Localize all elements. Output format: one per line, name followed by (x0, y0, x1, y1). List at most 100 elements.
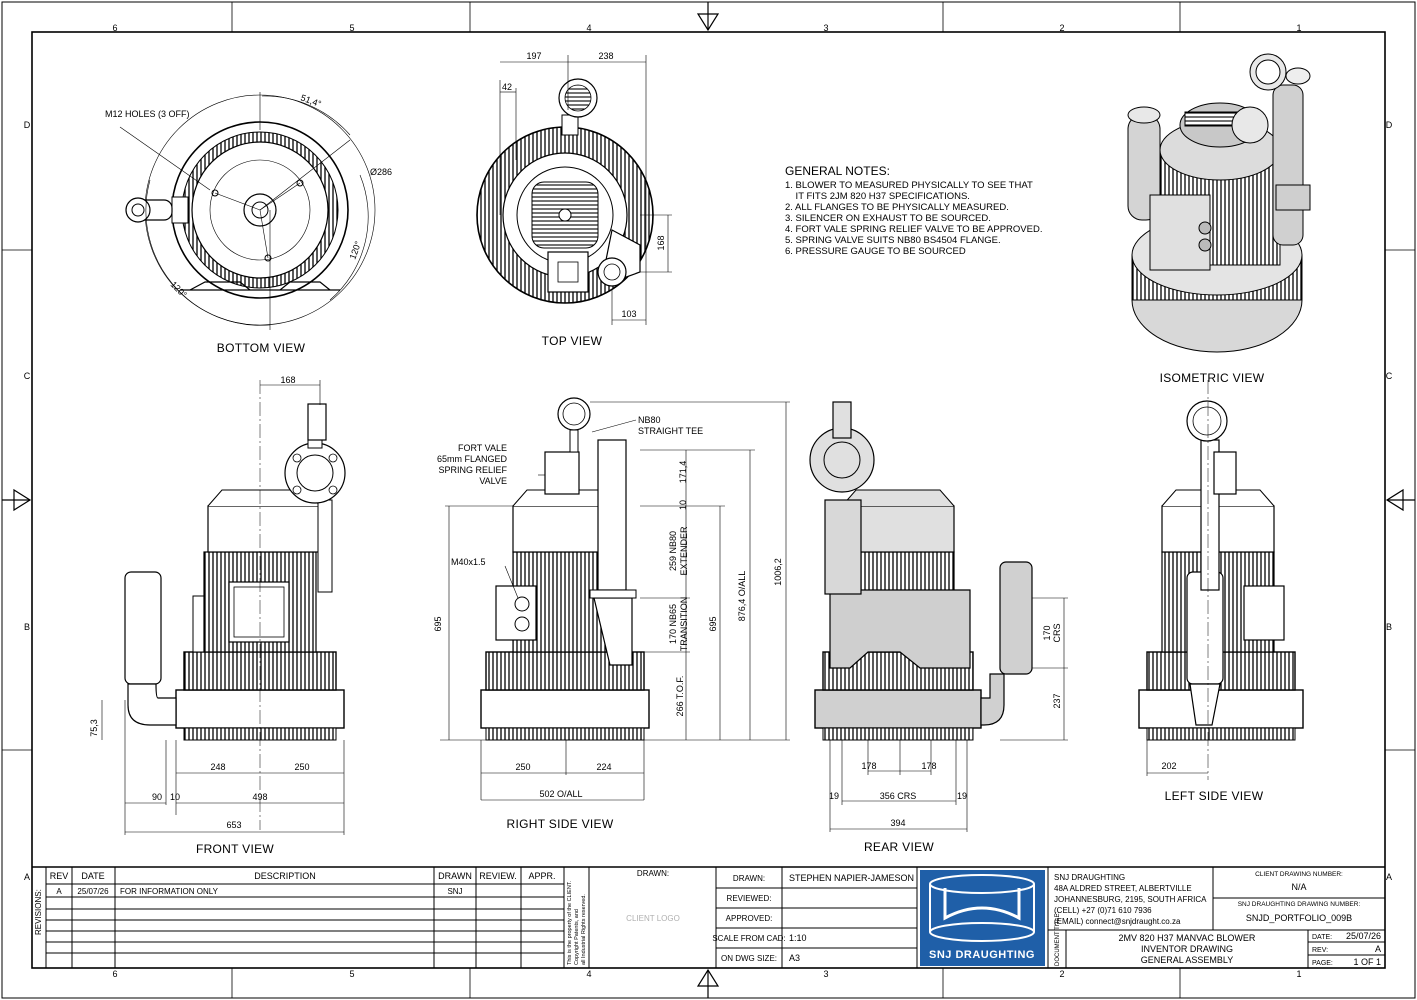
bottom-angle-120a: 120° (347, 239, 363, 260)
left-side-title: LEFT SIDE VIEW (1165, 789, 1264, 803)
zone-bottom-1: 1 (1296, 969, 1301, 979)
right-nb80: NB80 (638, 415, 661, 425)
doc-title-label: DOCUMENT TITLE: (1055, 912, 1061, 966)
right-dim-250: 250 (515, 762, 530, 772)
bottom-view (119, 92, 376, 330)
bottom-view-title: BOTTOM VIEW (217, 341, 306, 355)
copyright-line-2: Copyright Patents, and (574, 909, 580, 965)
company-line-4: (CELL) +27 (0)71 610 7936 (1054, 906, 1152, 915)
notes-line-2: IT FITS 2JM 820 H37 SPECIFICATIONS. (785, 191, 970, 202)
rear-crs: CRS (1052, 623, 1062, 642)
right-dim-502: 502 O/ALL (539, 789, 582, 799)
right-side-title: RIGHT SIDE VIEW (507, 817, 614, 831)
right-valve-1: FORT VALE (458, 443, 507, 453)
right-dim-695a: 695 (433, 616, 443, 631)
rear-view (809, 401, 1068, 832)
zone-right-c: C (1386, 371, 1393, 381)
zone-right-b: B (1386, 622, 1392, 632)
top-view (476, 55, 672, 325)
notes-title: GENERAL NOTES: (785, 164, 890, 178)
rear-dim-394: 394 (890, 818, 905, 828)
snj-drawing-value: SNJD_PORTFOLIO_009B (1246, 913, 1352, 923)
revision-table: REV DATE DESCRIPTION DRAWN REVIEW. APPR.… (50, 871, 556, 896)
right-dim-10: 10 (678, 500, 688, 510)
company-address: SNJ DRAUGHTING 48A ALDRED STREET, ALBERT… (1054, 873, 1207, 926)
company-line-5: (EMAIL) connect@snjdraught.co.za (1054, 917, 1181, 926)
rev-row-rev: A (56, 887, 62, 896)
zone-right-d: D (1386, 120, 1393, 130)
doc-title-line-2: INVENTOR DRAWING (1141, 944, 1233, 954)
snj-logo-background (920, 870, 1045, 966)
front-dim-168: 168 (280, 375, 295, 385)
doc-title-line-1: 2MV 820 H37 MANVAC BLOWER (1119, 933, 1256, 943)
zone-top-5: 5 (349, 23, 354, 33)
rear-dim-19a: 19 (829, 791, 839, 801)
right-side-labels: NB80 STRAIGHT TEE FORT VALE 65mm FLANGED… (433, 415, 783, 799)
top-dim-168: 168 (656, 235, 666, 250)
signoff-scale-label: SCALE FROM CAD: (712, 934, 785, 943)
notes-line-7: 6. PRESSURE GAUGE TO BE SOURCED (785, 246, 966, 257)
zone-bottom-6: 6 (112, 969, 117, 979)
left-side-view (1138, 380, 1304, 780)
right-extender: EXTENDER (679, 526, 689, 576)
signoff-block: DRAWN: STEPHEN NAPIER-JAMESON REVIEWED: … (712, 873, 914, 963)
rev-header-appr: APPR. (528, 871, 555, 881)
right-transition: TRANSITION (679, 597, 689, 652)
top-view-labels: 197 238 42 168 103 (502, 51, 666, 319)
right-dim-266: 266 T.O.F. (675, 676, 685, 717)
drawing-meta: DATE: 25/07/26 REV: A PAGE: 1 OF 1 (1312, 931, 1381, 967)
top-dim-103: 103 (621, 309, 636, 319)
right-valve-4: VALVE (479, 476, 507, 486)
right-valve-3: SPRING RELIEF (438, 465, 507, 475)
rev-header-date: DATE (81, 871, 104, 881)
zone-top-6: 6 (112, 23, 117, 33)
front-dim-75: 75,3 (89, 719, 99, 737)
rear-dim-170: 170 (1042, 625, 1052, 640)
meta-page-value: 1 OF 1 (1353, 957, 1381, 967)
rev-header-rev: REV (50, 871, 69, 881)
meta-rev-label: REV: (1312, 947, 1328, 954)
right-dim-876: 876,4 O/ALL (737, 571, 747, 622)
rev-row-description: FOR INFORMATION ONLY (120, 887, 219, 896)
revisions-side-label: REVISIONS: (34, 889, 43, 935)
drawing-numbers: CLIENT DRAWING NUMBER: N/A SNJ DRAUGHTIN… (1238, 871, 1361, 923)
front-dim-90: 90 (152, 792, 162, 802)
zone-labels: 6 5 4 3 2 1 6 5 4 3 2 1 D C B A D C B A (24, 23, 1393, 979)
rear-view-title: REAR VIEW (864, 840, 934, 854)
general-notes: GENERAL NOTES: 1. BLOWER TO MEASURED PHY… (785, 164, 1042, 257)
snj-logo: SNJ DRAUGHTING (920, 870, 1045, 966)
right-dim-170: 170 NB65 (668, 604, 678, 644)
copyright-line-1: This is the property of the CLIENT. (567, 880, 573, 965)
front-view-title: FRONT VIEW (196, 842, 274, 856)
bottom-holes-label: M12 HOLES (3 OFF) (105, 109, 190, 119)
front-dim-653: 653 (226, 820, 241, 830)
copyright-notice: This is the property of the CLIENT. Copy… (567, 880, 587, 965)
snj-logo-text: SNJ DRAUGHTING (929, 949, 1035, 961)
front-dim-250: 250 (294, 762, 309, 772)
signoff-drawn-label: DRAWN: (733, 874, 765, 883)
signoff-approved-label: APPROVED: (726, 914, 773, 923)
zone-bottom-2: 2 (1059, 969, 1064, 979)
bottom-dia-286: Ø286 (370, 167, 392, 177)
right-tee: STRAIGHT TEE (638, 426, 703, 436)
rev-row-drawn: SNJ (447, 887, 462, 896)
zone-right-a: A (1386, 872, 1392, 882)
zone-left-b: B (24, 622, 30, 632)
rev-header-description: DESCRIPTION (254, 871, 316, 881)
signoff-size-label: ON DWG SIZE: (721, 954, 777, 963)
meta-rev-value: A (1375, 944, 1381, 954)
right-m40: M40x1.5 (451, 557, 486, 567)
company-line-1: SNJ DRAUGHTING (1054, 873, 1125, 882)
top-dim-197: 197 (526, 51, 541, 61)
right-dim-171: 171,4 (678, 461, 688, 484)
client-logo-placeholder: CLIENT LOGO (626, 914, 680, 923)
notes-line-5: 4. FORT VALE SPRING RELIEF VALVE TO BE A… (785, 224, 1042, 235)
rear-view-labels: 178 178 19 356 CRS 19 394 170 CRS 237 (829, 623, 1062, 828)
right-dim-695b: 695 (708, 616, 718, 631)
top-dim-238: 238 (598, 51, 613, 61)
rev-row-date: 25/07/26 (77, 887, 109, 896)
zone-top-2: 2 (1059, 23, 1064, 33)
signoff-scale-value: 1:10 (789, 933, 807, 943)
zone-bottom-4: 4 (586, 969, 591, 979)
